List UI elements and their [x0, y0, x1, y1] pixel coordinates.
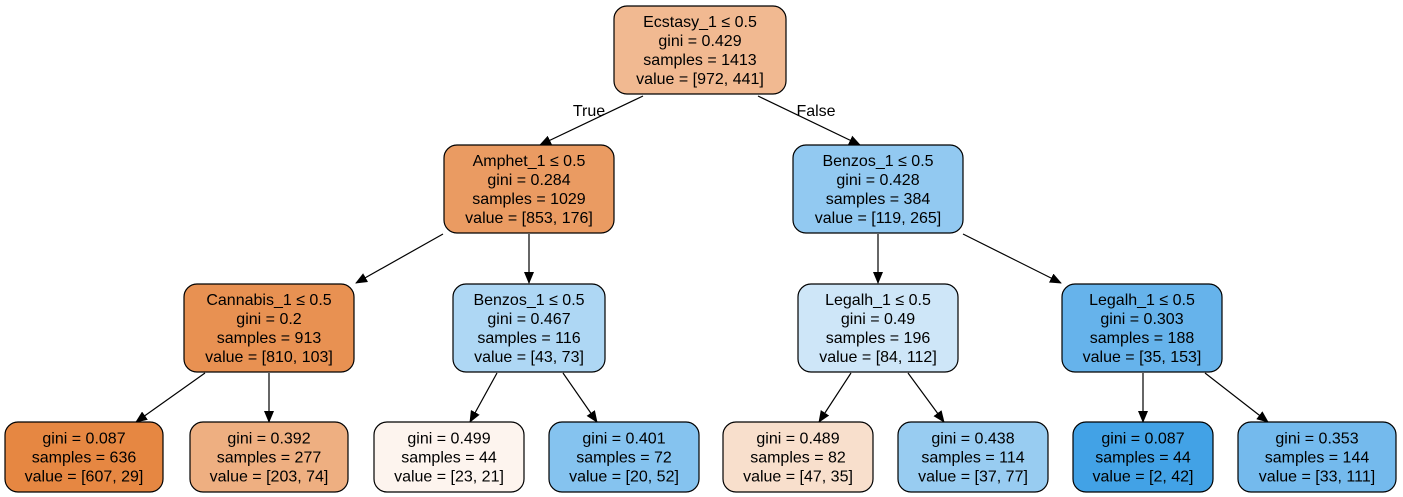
- node-line: Legalh_1 ≤ 0.5: [1089, 292, 1195, 309]
- edge-arrow-n4-n10: [562, 372, 598, 423]
- tree-node-n6: Legalh_1 ≤ 0.5 gini = 0.303 samples = 188 v…: [1061, 283, 1223, 373]
- edge-arrow-n3-n7: [135, 372, 206, 423]
- node-line: gini = 0.353: [1275, 431, 1358, 448]
- node-box: [548, 421, 700, 493]
- node-line: samples = 1029: [472, 191, 586, 208]
- edge-arrow-n1-n3: [355, 233, 444, 284]
- node-line: samples = 188: [1090, 330, 1195, 347]
- node-line: value = [972, 441]: [636, 71, 764, 88]
- node-line: Benzos_1 ≤ 0.5: [473, 292, 584, 309]
- tree-node-n1: Amphet_1 ≤ 0.5 gini = 0.284 samples = 1029…: [443, 144, 615, 234]
- node-line: samples = 44: [1095, 450, 1191, 467]
- node-line: gini = 0.087: [42, 431, 125, 448]
- node-line: gini = 0.499: [407, 431, 490, 448]
- node-line: Cannabis_1 ≤ 0.5: [206, 292, 331, 309]
- node-box: [4, 421, 164, 493]
- node-box: [443, 144, 615, 234]
- node-line: gini = 0.284: [487, 172, 570, 189]
- node-line: samples = 72: [576, 450, 672, 467]
- node-box: [1061, 283, 1223, 373]
- node-box: [1237, 421, 1397, 493]
- node-line: value = [37, 77]: [918, 469, 1028, 486]
- tree-node-n4: Benzos_1 ≤ 0.5 gini = 0.467 samples = 116 v…: [452, 283, 606, 373]
- edge-label-true: True: [573, 103, 605, 120]
- edge-label-false: False: [796, 103, 835, 120]
- edge-arrow-n2-n6: [962, 233, 1062, 284]
- node-box: [797, 283, 959, 373]
- tree-node-n13: gini = 0.087 samples = 44 value = [2, 42]: [1072, 421, 1214, 493]
- node-line: value = [203, 74]: [210, 469, 329, 486]
- node-line: Legalh_1 ≤ 0.5: [825, 292, 931, 309]
- node-line: samples = 277: [217, 450, 322, 467]
- node-line: gini = 0.2: [236, 311, 301, 328]
- node-line: samples = 1413: [643, 52, 757, 69]
- tree-node-n3: Cannabis_1 ≤ 0.5 gini = 0.2 samples = 913 v…: [183, 283, 355, 373]
- tree-node-n7: gini = 0.087 samples = 636 value = [607, 2…: [4, 421, 164, 493]
- node-line: gini = 0.438: [931, 431, 1014, 448]
- node-box: [897, 421, 1049, 493]
- tree-node-n11: gini = 0.489 samples = 82 value = [47, 35]: [722, 421, 874, 493]
- tree-node-n9: gini = 0.499 samples = 44 value = [23, 21]: [373, 421, 525, 493]
- node-line: value = [607, 29]: [25, 469, 144, 486]
- edge-arrow-n5-n11: [818, 372, 852, 423]
- node-line: samples = 196: [826, 330, 931, 347]
- node-line: value = [853, 176]: [465, 210, 593, 227]
- node-line: gini = 0.49: [841, 311, 915, 328]
- node-box: [792, 144, 964, 234]
- node-line: gini = 0.467: [487, 311, 570, 328]
- tree-node-n12: gini = 0.438 samples = 114 value = [37, 77…: [897, 421, 1049, 493]
- tree-node-n0: Ecstasy_1 ≤ 0.5 gini = 0.429 samples = 141…: [613, 5, 787, 95]
- node-line: gini = 0.429: [658, 33, 741, 50]
- node-line: value = [20, 52]: [569, 469, 679, 486]
- nodes-layer: Ecstasy_1 ≤ 0.5 gini = 0.429 samples = 141…: [4, 5, 1397, 493]
- tree-node-n10: gini = 0.401 samples = 72 value = [20, 52]: [548, 421, 700, 493]
- node-line: gini = 0.087: [1101, 431, 1184, 448]
- node-line: value = [23, 21]: [394, 469, 504, 486]
- node-line: value = [47, 35]: [743, 469, 853, 486]
- node-line: samples = 114: [921, 450, 1024, 467]
- node-line: value = [2, 42]: [1093, 469, 1194, 486]
- node-box: [373, 421, 525, 493]
- tree-node-n14: gini = 0.353 samples = 144 value = [33, 11…: [1237, 421, 1397, 493]
- node-line: value = [33, 111]: [1259, 469, 1375, 486]
- node-line: gini = 0.489: [756, 431, 839, 448]
- node-line: value = [84, 112]: [819, 349, 937, 366]
- edge-arrow-n5-n12: [907, 372, 945, 423]
- node-line: Amphet_1 ≤ 0.5: [473, 153, 586, 170]
- node-line: samples = 636: [32, 450, 137, 467]
- node-line: samples = 116: [477, 330, 580, 347]
- node-line: Ecstasy_1 ≤ 0.5: [643, 14, 757, 31]
- edge-arrow-n6-n14: [1204, 372, 1269, 423]
- node-line: samples = 144: [1265, 450, 1370, 467]
- edge-arrow-n4-n9: [469, 372, 498, 423]
- node-line: value = [810, 103]: [205, 349, 333, 366]
- tree-node-n8: gini = 0.392 samples = 277 value = [203, 7…: [189, 421, 349, 493]
- node-box: [452, 283, 606, 373]
- node-line: value = [43, 73]: [474, 349, 584, 366]
- node-box: [189, 421, 349, 493]
- tree-node-n5: Legalh_1 ≤ 0.5 gini = 0.49 samples = 196 va…: [797, 283, 959, 373]
- node-line: gini = 0.303: [1100, 311, 1183, 328]
- node-line: samples = 384: [826, 191, 931, 208]
- node-line: Benzos_1 ≤ 0.5: [822, 153, 933, 170]
- node-line: gini = 0.428: [836, 172, 919, 189]
- node-box: [613, 5, 787, 95]
- node-line: samples = 913: [217, 330, 322, 347]
- node-line: gini = 0.392: [227, 431, 310, 448]
- tree-node-n2: Benzos_1 ≤ 0.5 gini = 0.428 samples = 384 v…: [792, 144, 964, 234]
- edges-layer: True False: [135, 95, 1269, 423]
- edge-arrow-n0-n2: [757, 95, 861, 146]
- node-line: value = [119, 265]: [815, 210, 941, 227]
- node-box: [722, 421, 874, 493]
- node-line: value = [35, 153]: [1083, 349, 1202, 366]
- node-line: samples = 82: [750, 450, 846, 467]
- node-box: [1072, 421, 1214, 493]
- node-line: gini = 0.401: [582, 431, 665, 448]
- edge-arrow-n0-n1: [539, 95, 644, 146]
- node-box: [183, 283, 355, 373]
- node-line: samples = 44: [401, 450, 497, 467]
